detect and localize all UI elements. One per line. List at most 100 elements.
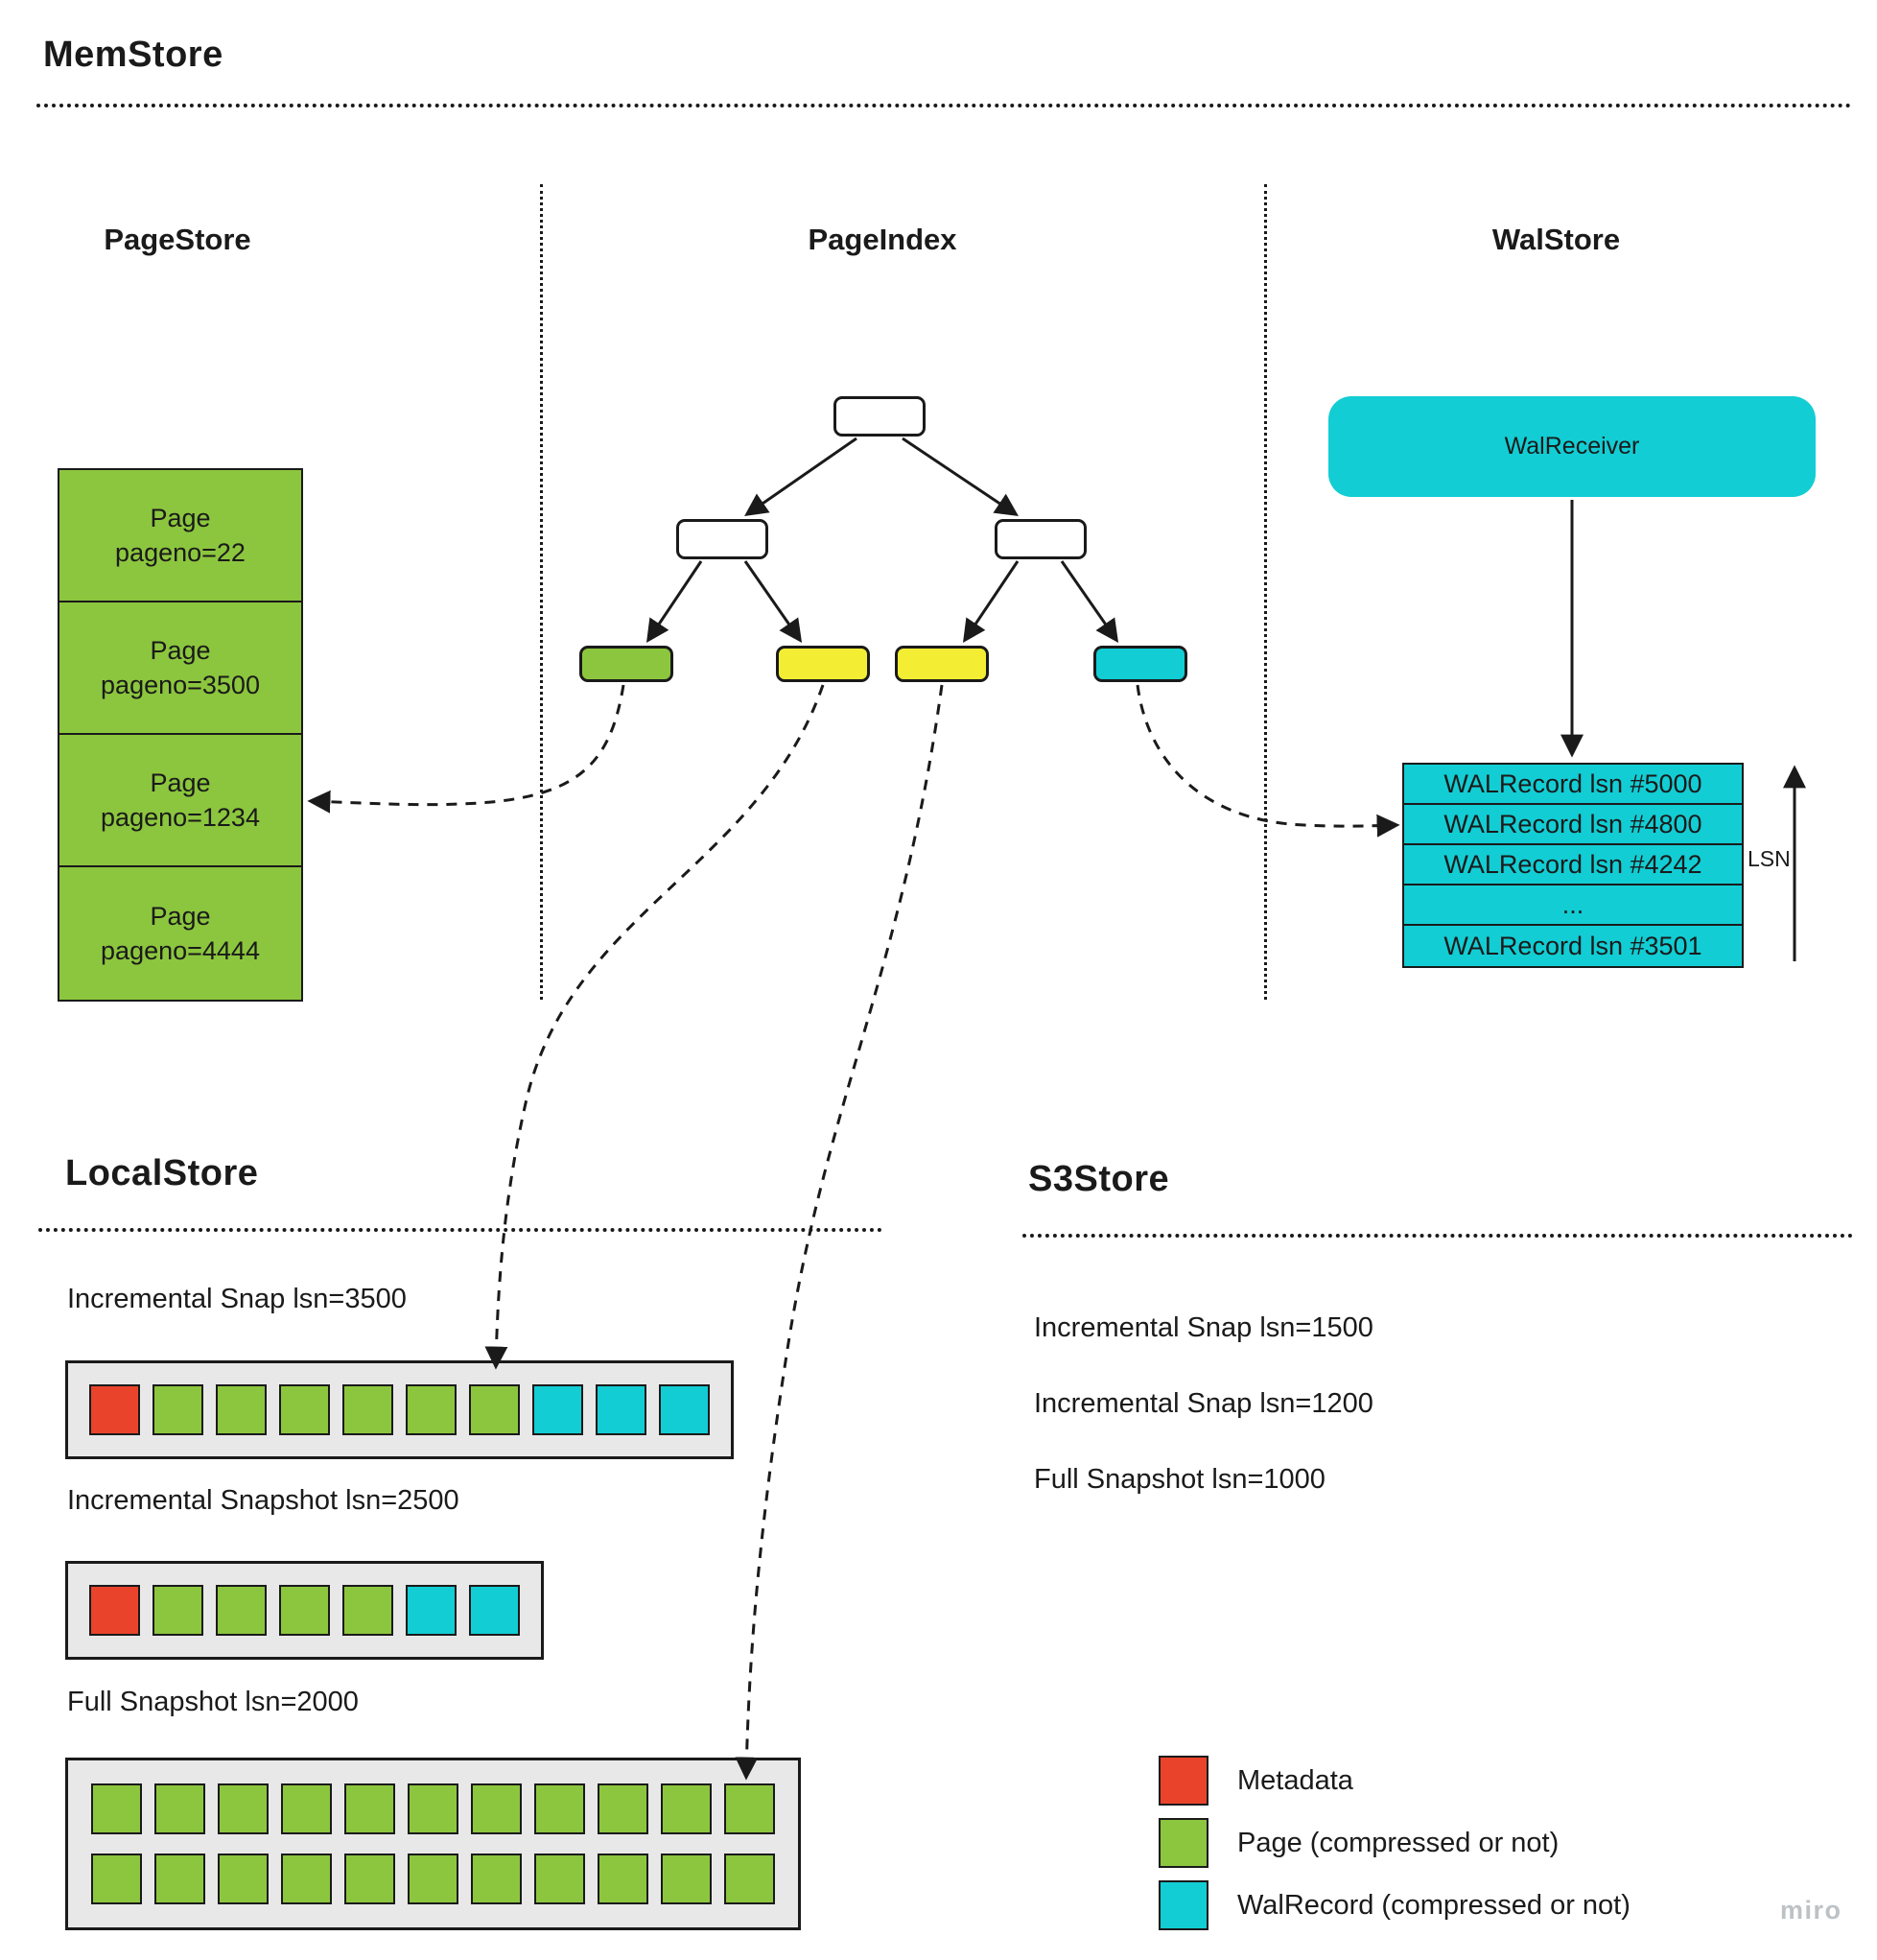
wal-record-stack: WALRecord lsn #5000 WALRecord lsn #4800 … (1402, 763, 1744, 968)
localstore-title: LocalStore (65, 1153, 259, 1193)
edge-root-to-right-child (902, 437, 1019, 517)
page-cell (153, 1585, 203, 1636)
s3-snapshot-item: Incremental Snap lsn=1500 (1034, 1312, 1373, 1343)
page-cell (216, 1585, 267, 1636)
wal-receiver-box: WalReceiver (1328, 396, 1816, 497)
page-cell (91, 1783, 142, 1834)
snapshot-2500-tray (65, 1561, 544, 1660)
memstore-title: MemStore (43, 35, 223, 75)
full-snapshot-row-1 (91, 1783, 775, 1834)
page-cell (154, 1783, 205, 1834)
edge-left-to-yellow-leaf-1 (743, 560, 803, 643)
legend-item-metadata: Metadata (1159, 1756, 1353, 1806)
page-cell (471, 1854, 522, 1904)
pageindex-leaf-snapshot-2 (895, 646, 989, 682)
walstore-title: WalStore (1491, 223, 1621, 256)
page-stack: Page pageno=22 Page pageno=3500 Page pag… (58, 468, 303, 1002)
page-cell (661, 1854, 712, 1904)
page-cell: Page pageno=1234 (59, 735, 301, 867)
edge-root-to-left-child (744, 437, 857, 517)
lsn-axis-label: LSN (1748, 846, 1791, 871)
pageindex-leaf-wal (1093, 646, 1187, 682)
wal-cell (469, 1585, 520, 1636)
pageindex-leaf-page (579, 646, 673, 682)
wal-record-row: WALRecord lsn #5000 (1404, 765, 1742, 805)
wal-receiver-label: WalReceiver (1504, 433, 1640, 460)
page-cell (406, 1384, 457, 1435)
pageindex-internal-node-right (995, 519, 1087, 559)
page-cell (534, 1854, 585, 1904)
page-cell (534, 1783, 585, 1834)
metadata-cell (89, 1585, 140, 1636)
wal-swatch (1159, 1880, 1208, 1930)
page-cell (469, 1384, 520, 1435)
metadata-swatch (1159, 1756, 1208, 1806)
legend-item-walrecord: WalRecord (compressed or not) (1159, 1880, 1631, 1930)
metadata-cell (89, 1384, 140, 1435)
snapshot-2500-label: Incremental Snapshot lsn=2500 (67, 1485, 459, 1516)
page-cell (216, 1384, 267, 1435)
column-divider-right (1264, 184, 1267, 1000)
page-cell (342, 1384, 393, 1435)
page-cell (218, 1783, 269, 1834)
full-snapshot-row-2 (91, 1854, 775, 1904)
page-cell (598, 1854, 648, 1904)
page-cell (724, 1854, 775, 1904)
page-cell (281, 1854, 332, 1904)
page-cell (344, 1783, 395, 1834)
page-cell (408, 1854, 458, 1904)
legend-label: WalRecord (compressed or not) (1237, 1889, 1631, 1921)
memstore-divider (36, 104, 1852, 107)
edge-left-to-page-leaf (645, 560, 703, 643)
page-cell (279, 1585, 330, 1636)
pageindex-root-node (833, 396, 926, 437)
page-cell (153, 1384, 203, 1435)
pageindex-leaf-snapshot-1 (776, 646, 870, 682)
legend-label: Page (compressed or not) (1237, 1827, 1560, 1858)
page-cell (598, 1783, 648, 1834)
wal-record-row: WALRecord lsn #4800 (1404, 805, 1742, 845)
page-cell: Page pageno=4444 (59, 867, 301, 1000)
legend-item-page: Page (compressed or not) (1159, 1818, 1559, 1868)
edge-right-to-yellow-leaf-2 (962, 560, 1020, 643)
page-cell: Page pageno=22 (59, 470, 301, 602)
column-divider-left (540, 184, 543, 1000)
wal-cell (406, 1585, 457, 1636)
localstore-divider (38, 1228, 882, 1232)
wal-record-row: WALRecord lsn #3501 (1404, 926, 1742, 966)
page-cell (154, 1854, 205, 1904)
full-snapshot-2000-label: Full Snapshot lsn=2000 (67, 1687, 359, 1717)
page-cell (408, 1783, 458, 1834)
wal-cell (596, 1384, 646, 1435)
snapshot-3500-label: Incremental Snap lsn=3500 (67, 1284, 407, 1314)
s3-snapshot-item: Full Snapshot lsn=1000 (1034, 1464, 1326, 1495)
snapshot-3500-tray (65, 1360, 734, 1459)
page-cell (344, 1854, 395, 1904)
s3store-divider (1022, 1234, 1853, 1238)
page-cell (279, 1384, 330, 1435)
page-cell (281, 1783, 332, 1834)
s3store-title: S3Store (1028, 1159, 1170, 1199)
pagestore-title: PageStore (104, 223, 251, 256)
wal-record-row: ... (1404, 886, 1742, 926)
page-swatch (1159, 1818, 1208, 1868)
link-yellow-leaf-to-snapshot-3500 (484, 684, 825, 1370)
page-cell (724, 1783, 775, 1834)
pageindex-internal-node-left (676, 519, 768, 559)
wal-cell (532, 1384, 583, 1435)
page-cell: Page pageno=3500 (59, 602, 301, 735)
page-cell (342, 1585, 393, 1636)
page-cell (91, 1854, 142, 1904)
full-snapshot-2000-tray (65, 1758, 801, 1930)
wal-cell (659, 1384, 710, 1435)
link-page-leaf-to-pagestore (307, 684, 625, 814)
page-cell (661, 1783, 712, 1834)
pageindex-title: PageIndex (808, 223, 957, 256)
s3-snapshot-item: Incremental Snap lsn=1200 (1034, 1388, 1373, 1419)
edge-right-to-wal-leaf (1060, 560, 1119, 643)
link-wal-leaf-to-wal-stack (1136, 684, 1400, 838)
page-cell (218, 1854, 269, 1904)
legend-label: Metadata (1237, 1764, 1353, 1796)
wal-record-row: WALRecord lsn #4242 (1404, 845, 1742, 886)
